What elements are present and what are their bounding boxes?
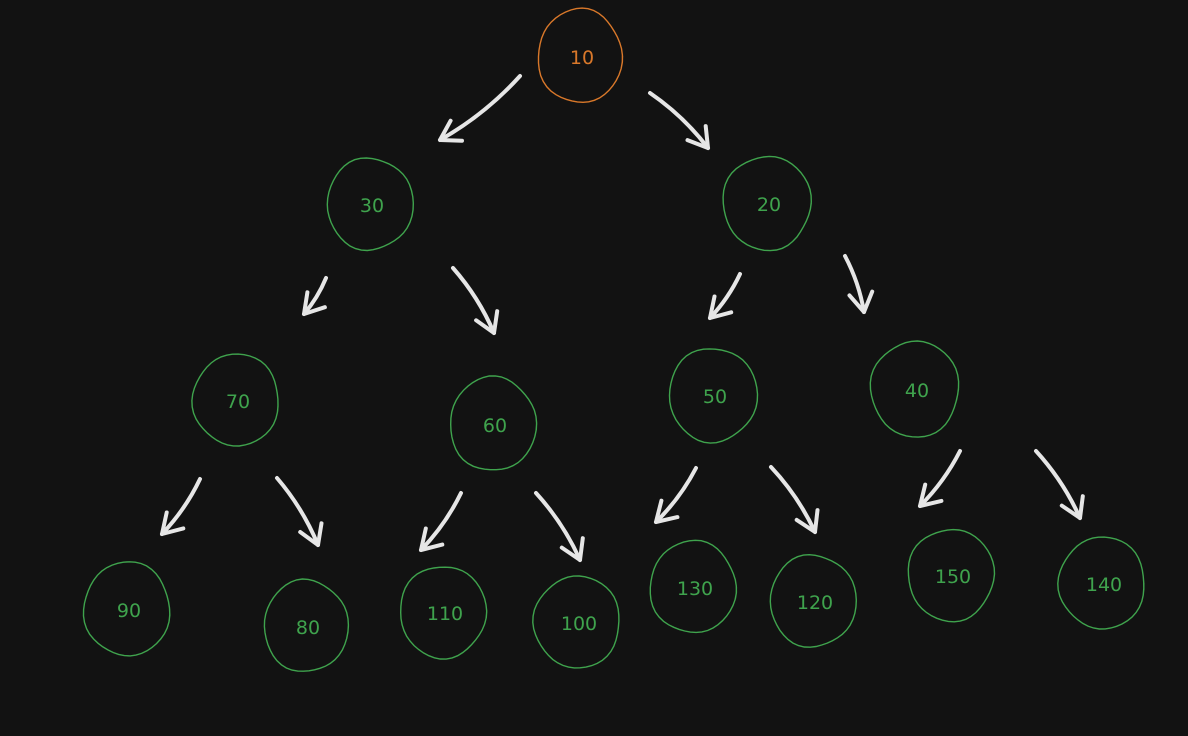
tree-node-40: 40 xyxy=(869,340,960,438)
arrow-shaft xyxy=(769,465,817,534)
arrow-shaft xyxy=(419,491,463,552)
node-label: 70 xyxy=(226,391,250,413)
node-label: 150 xyxy=(935,566,971,588)
node-label: 30 xyxy=(360,195,384,217)
tree-node-120: 120 xyxy=(769,553,858,648)
edge-arrow-30-to-70 xyxy=(302,276,328,316)
node-circle xyxy=(263,578,350,672)
node-circle xyxy=(869,340,960,438)
tree-node-150: 150 xyxy=(907,528,996,623)
arrowhead xyxy=(847,289,875,314)
arrow-shaft xyxy=(275,476,320,547)
arrowhead xyxy=(474,309,500,335)
edge-arrow-70-to-90 xyxy=(160,477,202,536)
arrowhead xyxy=(794,508,820,534)
node-circle xyxy=(191,353,279,447)
node-label: 120 xyxy=(797,592,833,614)
arrowhead xyxy=(654,498,680,524)
arrow-shaft xyxy=(843,254,866,314)
tree-node-70: 70 xyxy=(191,353,279,447)
tree-node-30: 30 xyxy=(326,157,415,252)
node-label: 10 xyxy=(570,47,594,69)
arrow-shaft xyxy=(654,466,698,524)
arrowhead xyxy=(918,482,944,508)
arrow-shaft xyxy=(918,449,962,508)
edge-arrow-70-to-80 xyxy=(275,476,324,547)
node-circle xyxy=(449,375,538,471)
arrowhead xyxy=(685,124,710,150)
arrowhead xyxy=(419,526,445,552)
node-label: 100 xyxy=(561,613,597,635)
arrow-shaft xyxy=(438,74,522,142)
node-circle xyxy=(532,575,620,669)
arrowhead xyxy=(708,294,734,320)
arrow-shaft xyxy=(1034,449,1082,520)
node-circle xyxy=(82,561,171,657)
tree-node-100: 100 xyxy=(532,575,620,669)
tree-node-60: 60 xyxy=(449,375,538,471)
edge-arrow-20-to-50 xyxy=(708,272,742,320)
node-circle xyxy=(399,566,488,660)
edge-arrow-10-to-30 xyxy=(438,74,522,143)
edge-arrow-10-to-20 xyxy=(648,91,710,150)
arrow-shaft xyxy=(534,491,582,562)
arrow-shaft xyxy=(451,266,496,335)
tree-node-50: 50 xyxy=(668,348,759,444)
node-circle xyxy=(326,157,415,252)
node-label: 50 xyxy=(703,386,727,408)
node-circle xyxy=(1057,536,1145,630)
tree-node-130: 130 xyxy=(649,539,738,634)
node-label: 60 xyxy=(483,415,507,437)
arrowhead xyxy=(1059,494,1085,520)
node-label: 110 xyxy=(427,603,463,625)
node-label: 80 xyxy=(296,617,320,639)
node-label: 40 xyxy=(905,380,929,402)
tree-node-80: 80 xyxy=(263,578,350,672)
node-label: 20 xyxy=(757,194,781,216)
edge-arrow-60-to-110 xyxy=(419,491,463,552)
tree-node-20: 20 xyxy=(722,155,813,252)
node-label: 140 xyxy=(1086,574,1122,596)
arrowhead xyxy=(559,536,585,562)
node-circle xyxy=(722,155,813,252)
tree-node-140: 140 xyxy=(1057,536,1145,630)
edge-arrow-40-to-140 xyxy=(1034,449,1085,520)
node-circle xyxy=(668,348,759,444)
node-label: 90 xyxy=(117,600,141,622)
tree-node-90: 90 xyxy=(82,561,171,657)
node-circle xyxy=(907,528,996,623)
tree-node-110: 110 xyxy=(399,566,488,660)
arrowhead xyxy=(302,290,327,316)
arrowhead xyxy=(298,521,324,547)
tree-node-10: 10 xyxy=(537,7,624,104)
edge-arrow-50-to-130 xyxy=(654,466,698,524)
arrowhead xyxy=(438,118,464,143)
arrow-shaft xyxy=(708,272,742,320)
node-circle xyxy=(537,7,624,104)
arrow-shaft xyxy=(160,477,202,536)
arrow-shaft xyxy=(648,91,710,150)
edge-arrow-50-to-120 xyxy=(769,465,820,534)
edge-arrow-20-to-40 xyxy=(843,254,875,314)
arrowhead xyxy=(160,510,186,536)
edge-arrow-30-to-60 xyxy=(451,266,500,335)
edge-arrow-60-to-100 xyxy=(534,491,585,562)
node-label: 130 xyxy=(677,578,713,600)
edge-arrow-40-to-150 xyxy=(918,449,962,508)
node-circle xyxy=(649,539,738,634)
node-circle xyxy=(769,553,858,648)
